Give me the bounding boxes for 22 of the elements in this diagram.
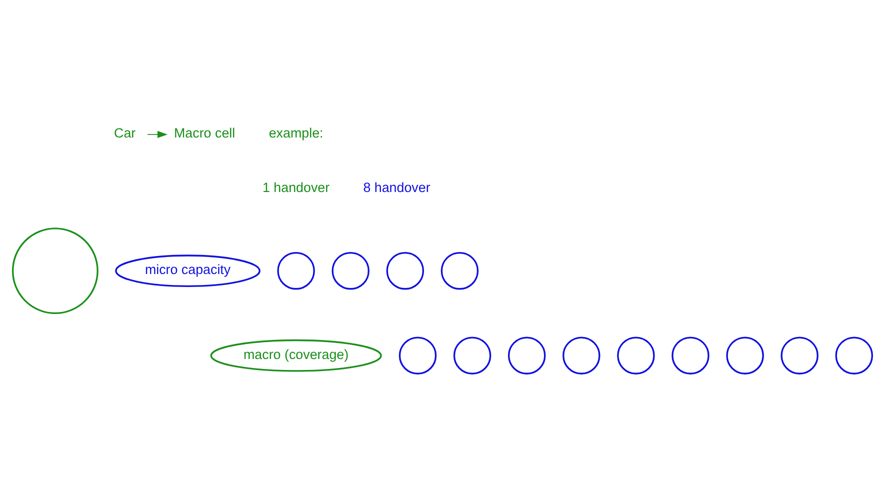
node-text: Car xyxy=(114,125,136,140)
node-circle xyxy=(617,336,655,374)
node-circle xyxy=(440,251,479,290)
label: 8 handover xyxy=(363,180,430,195)
node-circle xyxy=(12,227,98,314)
node-circle xyxy=(835,336,874,374)
node-circle xyxy=(453,336,492,374)
node-circle xyxy=(780,336,818,374)
node-circle xyxy=(562,336,600,374)
arrow xyxy=(147,130,168,138)
node-circle xyxy=(508,336,546,374)
node-text: Macro cell xyxy=(174,125,236,140)
label: 1 handover xyxy=(262,180,330,195)
node-circle xyxy=(726,336,764,374)
node-circle xyxy=(332,251,370,290)
node-ellipse: macro (coverage) xyxy=(210,338,382,372)
node-circle xyxy=(672,336,710,374)
node-ellipse: micro capacity xyxy=(115,254,260,286)
label: example: xyxy=(268,125,324,140)
node-circle xyxy=(386,251,424,290)
node-circle xyxy=(277,251,315,290)
node-circle xyxy=(398,336,437,374)
